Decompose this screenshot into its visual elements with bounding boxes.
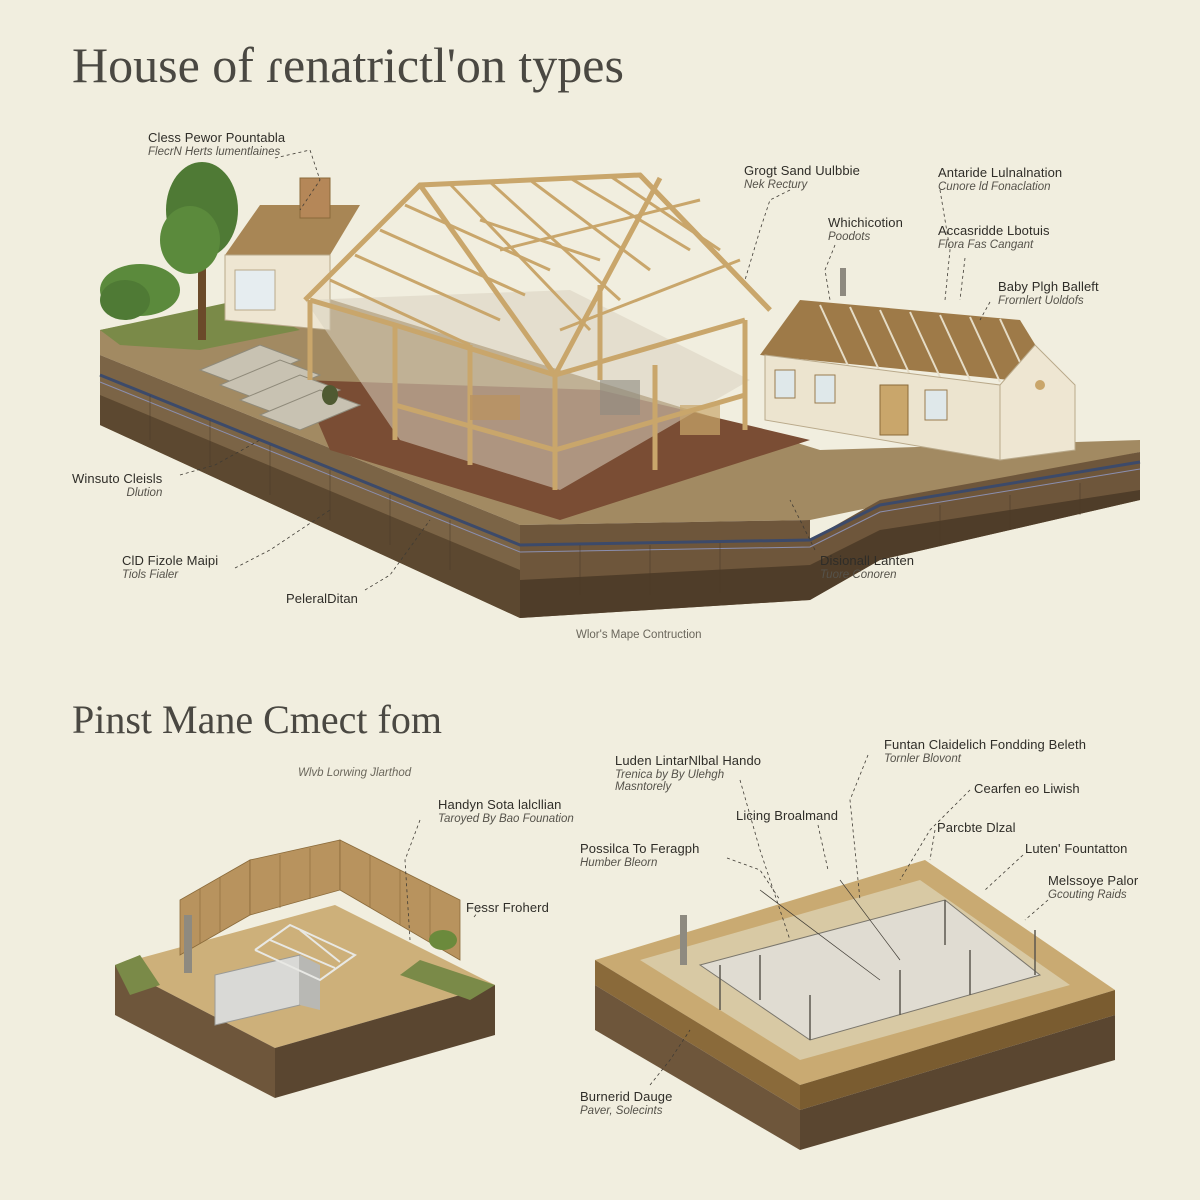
house-construction-illustration	[99, 149, 1141, 618]
label-fesst: Fessr Froherd	[466, 900, 549, 915]
section-subtitle: Wlvb Lorwing Jlarthod	[298, 767, 412, 779]
label-parcbte: Parcbte Dlzal	[937, 820, 1016, 835]
leader-lines	[179, 149, 991, 591]
tree	[100, 162, 238, 340]
label-peleral: PeleralDitan	[286, 591, 359, 606]
timber-frame-house	[303, 172, 772, 490]
top-caption: Wlor's Mape Contruction	[576, 629, 702, 641]
label-cearfen: Cearfen eo Liwish	[974, 781, 1080, 796]
left-foundation-block	[115, 839, 495, 1098]
right-foundation-block	[595, 860, 1115, 1150]
section-title: Pinst Mane Cmect fom	[72, 697, 442, 742]
back-cottage	[224, 177, 360, 331]
label-luten: Luten' Fountatton	[1025, 841, 1128, 856]
page-title: House of ɾenatrictl'on types	[72, 37, 624, 93]
label-licing: Licing Broalmand	[736, 808, 839, 823]
right-house	[760, 268, 1076, 461]
